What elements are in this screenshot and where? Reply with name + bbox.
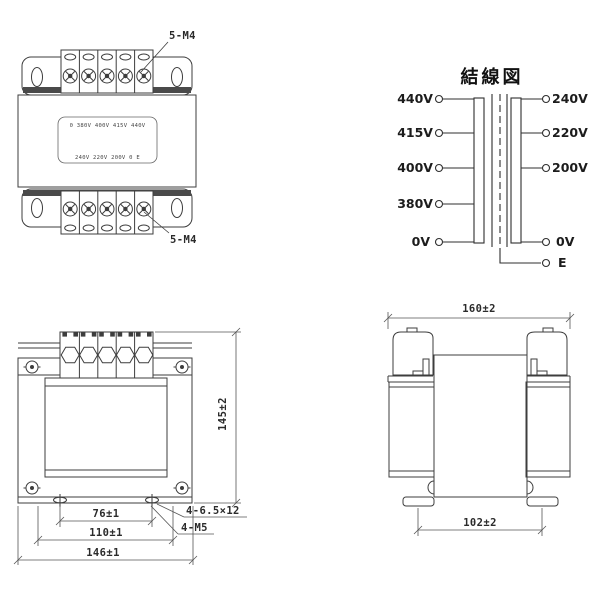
mounting-slot — [171, 67, 183, 87]
dim-hole-pitch-label: 110±1 — [89, 527, 123, 539]
mounting-foot — [402, 496, 435, 507]
top-view — [17, 41, 197, 235]
primary-tap-label: 415V — [397, 125, 433, 140]
coil-side — [388, 381, 435, 478]
nameplate-row1: 0 380V 400V 415V 440V — [70, 123, 146, 129]
coil — [44, 377, 168, 478]
wiring-diagram — [434, 94, 551, 268]
screw-callout-top: 5-M4 — [169, 30, 196, 42]
dim-width-label: 146±1 — [86, 547, 120, 559]
secondary-tap-label: 200V — [552, 160, 588, 175]
mounting-foot — [526, 496, 559, 507]
mounting-slot — [31, 198, 43, 218]
earth-lead — [499, 250, 541, 264]
primary-terminal-strip — [60, 49, 154, 94]
nameplate — [57, 116, 158, 164]
earth-terminal-label: E — [558, 255, 567, 270]
nameplate-row2: 240V 220V 200V 0 E — [75, 155, 140, 161]
secondary-tap-label: 220V — [552, 125, 588, 140]
side-view — [383, 312, 575, 536]
front-view — [13, 327, 247, 565]
screw-callout-bottom: 5-M4 — [170, 234, 197, 246]
secondary-taps — [521, 94, 551, 268]
primary-tap-label: 400V — [397, 160, 433, 175]
mounting-slot — [31, 67, 43, 87]
wiring-title: 結線図 — [461, 66, 524, 88]
secondary-winding — [510, 97, 522, 244]
secondary-tap-label: 0V — [556, 234, 575, 249]
side-dim-width-label: 160±2 — [462, 303, 496, 315]
dim-height-label: 145±2 — [217, 397, 229, 431]
side-dimensions — [383, 312, 575, 536]
screw-callout-label: 4-M5 — [181, 522, 208, 534]
primary-tap-label: 380V — [397, 196, 433, 211]
side-dim-foot-pitch-label: 102±2 — [463, 517, 497, 529]
primary-tap-label: 440V — [397, 91, 433, 106]
leader-line — [143, 211, 170, 234]
foot-screw — [526, 480, 534, 495]
coil-side — [525, 381, 571, 478]
primary-tap-label: 0V — [412, 234, 431, 249]
secondary-tap-label: 240V — [552, 91, 588, 106]
slot-callout-label: 4-6.5×12 — [186, 505, 240, 517]
dim-slot-pitch-label: 76±1 — [93, 508, 120, 520]
secondary-terminal-strip — [60, 190, 154, 235]
terminal-blocks — [59, 331, 154, 379]
primary-winding — [473, 97, 485, 244]
front-dimensions — [13, 327, 247, 565]
terminal-block-side — [392, 331, 434, 376]
primary-taps — [434, 94, 474, 247]
terminal-block-side — [526, 331, 568, 376]
mounting-slot — [171, 198, 183, 218]
foot-screw — [427, 480, 435, 495]
leader-line — [140, 41, 169, 73]
